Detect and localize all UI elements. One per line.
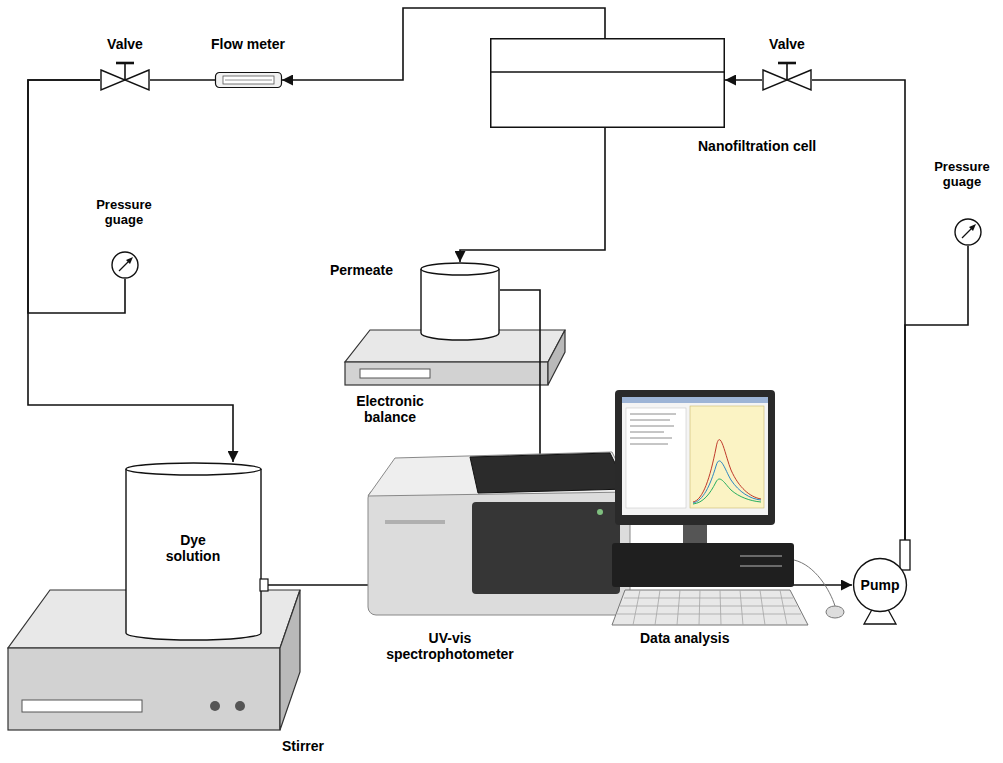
spectrum-curve [693,461,761,503]
pipe-connector [725,79,762,81]
pressure-gauge: Pressure guage [954,218,982,246]
cell-housing [491,39,725,128]
gauge-needle-head [969,224,976,231]
spectrophotometer-led [597,509,603,515]
vessel-outlet [260,579,268,591]
valve-stem [124,63,126,80]
monitor-frame [615,390,775,525]
spectrophotometer-detail [385,520,445,524]
filtration-cell: Nanofiltration cell [490,38,725,128]
pipe-connector [812,80,905,540]
stirrer-side [280,590,300,730]
side-pane [626,408,686,508]
spectrum-curve [693,479,761,504]
balance-side [548,330,565,385]
membrane-line [491,71,725,73]
pipe-connector [905,246,968,540]
pump-casing [854,559,907,612]
pipe-connector [460,128,605,262]
valve-symbol: Valve [100,58,150,94]
balance-front [345,362,548,385]
stirrer-display [22,700,142,712]
vessel-body [421,269,499,340]
valve-body [101,70,125,90]
component-label: Permeate [330,262,416,278]
valve-symbol-shape [762,58,812,94]
gauge-dial [955,219,981,245]
valve-symbol: Valve [762,58,812,94]
window-bar [622,397,768,403]
component-label: Dye solution [158,532,228,564]
computer-case [612,543,794,587]
valve-handle [778,62,796,65]
pump-outlet [900,540,910,570]
permeate-vessel: Permeate [420,262,500,340]
component-label: UV-vis spectrophotometer [370,630,530,662]
pump-symbol: Pump [852,540,912,625]
gauge-needle-head [126,257,133,264]
stirrer-knob [235,701,245,711]
component-label: Valve [85,36,165,52]
stirrer-knob [210,701,220,711]
pane-lines [630,414,676,444]
valve-symbol-shape [100,58,150,94]
keyboard-keys [617,590,801,625]
valve-handle [116,62,134,65]
vessel-rim [421,263,499,275]
spectrophotometer-panel [472,502,620,594]
vessel-body [126,469,261,640]
permeate-vessel-shape [420,262,500,340]
pressure-gauge-shape [954,218,982,246]
balance-display [360,369,430,378]
vessel-rim [126,463,261,475]
filtration-cell-shape [490,38,725,128]
flow-meter-body [216,73,282,88]
component-label: Pump [853,577,907,593]
dye-tank: Dye solution [125,462,262,640]
plot-area [690,406,764,508]
pressure-gauge: Pressure guage [111,251,139,279]
spectrophotometer-body [368,490,630,615]
device-label: Stirrer [282,738,362,754]
valve-body [763,70,787,90]
gauge-dial [112,252,138,278]
spectrophotometer-lid [470,453,628,493]
spectrophotometer: UV-vis spectrophotometer [365,510,635,615]
drive-slot [740,556,782,566]
valve-body [125,70,149,90]
component-label: Pressure guage [86,198,162,228]
flow-meter-shape [215,72,282,88]
component-label: Valve [747,36,827,52]
monitor-stand [683,525,707,543]
pipe-connector [150,79,215,81]
component-label: Pressure guage [926,160,998,190]
pipe-connector [28,80,125,313]
valve-body [787,70,811,90]
component-label: Nanofiltration cell [698,138,823,154]
keyboard [612,590,808,625]
mouse [826,606,844,618]
valve-stem [786,63,788,80]
mouse-cable [794,560,835,606]
spectrophotometer-top [368,452,632,496]
flow-meter-tube [223,76,274,84]
flow-meter-float [225,80,272,81]
stirrer-front [8,648,280,730]
pipe-connector [28,80,233,462]
component-label: Flow meter [198,36,298,52]
monitor-screen [622,397,768,515]
flow-meter: Flow meter [215,72,282,88]
device-label: Electronic balance [340,393,440,425]
spectrum-curve [693,440,761,502]
device-label: Data analysis [640,630,770,646]
pressure-gauge-shape [111,251,139,279]
